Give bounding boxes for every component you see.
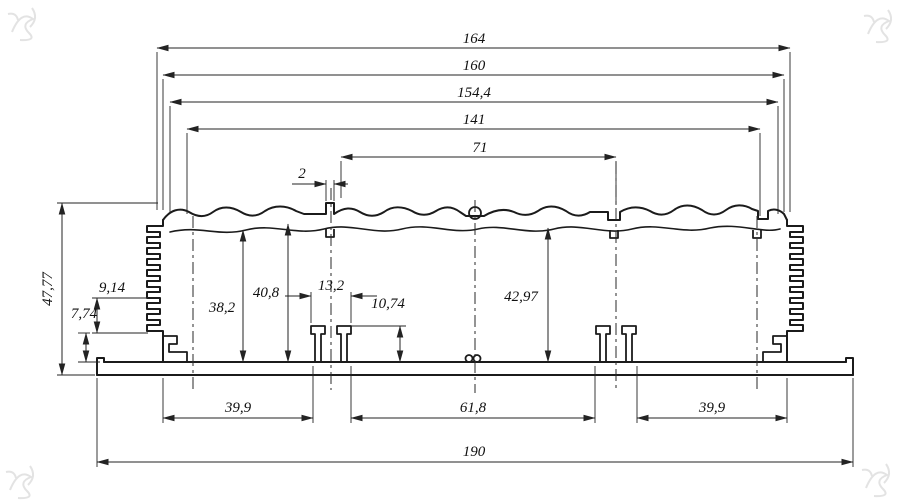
dim-label-154-4: 154,4 — [457, 85, 491, 101]
dim-label-13-2: 13,2 — [318, 278, 345, 294]
dimension-lines-inner: 38,2 40,8 13,2 10,74 42,97 — [208, 223, 552, 363]
left-corner-block — [163, 335, 188, 362]
inner-hook-right — [752, 230, 762, 239]
screw-boss-right-b — [621, 325, 637, 362]
left-fins — [146, 219, 164, 363]
dim-label-160: 160 — [463, 58, 486, 74]
dim-label-47-77: 47,77 — [40, 271, 56, 306]
dim-label-2: 2 — [298, 166, 306, 182]
dim-label-39-9-right: 39,9 — [698, 400, 726, 416]
top-outer-wave — [162, 202, 788, 221]
dimension-lines-left: 47,77 9,14 7,74 — [40, 202, 158, 376]
dim-label-71: 71 — [473, 140, 488, 156]
dim-label-38-2: 38,2 — [208, 300, 236, 316]
right-fins — [786, 219, 804, 363]
dim-label-7-74: 7,74 — [71, 306, 98, 322]
center-bump-a — [464, 354, 474, 363]
center-bump-b — [472, 354, 482, 363]
top-inner-wave — [169, 225, 781, 234]
screw-boss-left-a — [310, 325, 326, 362]
centerlines — [192, 162, 758, 393]
dimension-lines-bottom: 39,9 61,8 39,9 190 — [96, 366, 854, 467]
dim-label-39-9-left: 39,9 — [224, 400, 252, 416]
watermark-mark — [5, 7, 893, 500]
screw-boss-right-a — [595, 325, 611, 362]
base-right-end — [845, 357, 854, 376]
dim-label-164: 164 — [463, 31, 486, 47]
dim-label-42-97: 42,97 — [504, 289, 539, 305]
dim-label-9-14: 9,14 — [99, 280, 126, 296]
screw-boss-left-b — [336, 325, 352, 362]
inner-hook-left — [325, 229, 335, 238]
dim-label-10-74: 10,74 — [371, 296, 405, 312]
dimension-lines-top: 164 160 154,4 141 71 2 — [156, 31, 791, 216]
dim-label-190: 190 — [463, 444, 486, 460]
inner-hook-mid — [609, 230, 619, 239]
base-left-end — [96, 357, 105, 376]
dim-label-141: 141 — [463, 112, 486, 128]
dim-label-61-8: 61,8 — [460, 400, 487, 416]
right-corner-block — [762, 335, 787, 362]
dim-label-40-8: 40,8 — [253, 285, 280, 301]
